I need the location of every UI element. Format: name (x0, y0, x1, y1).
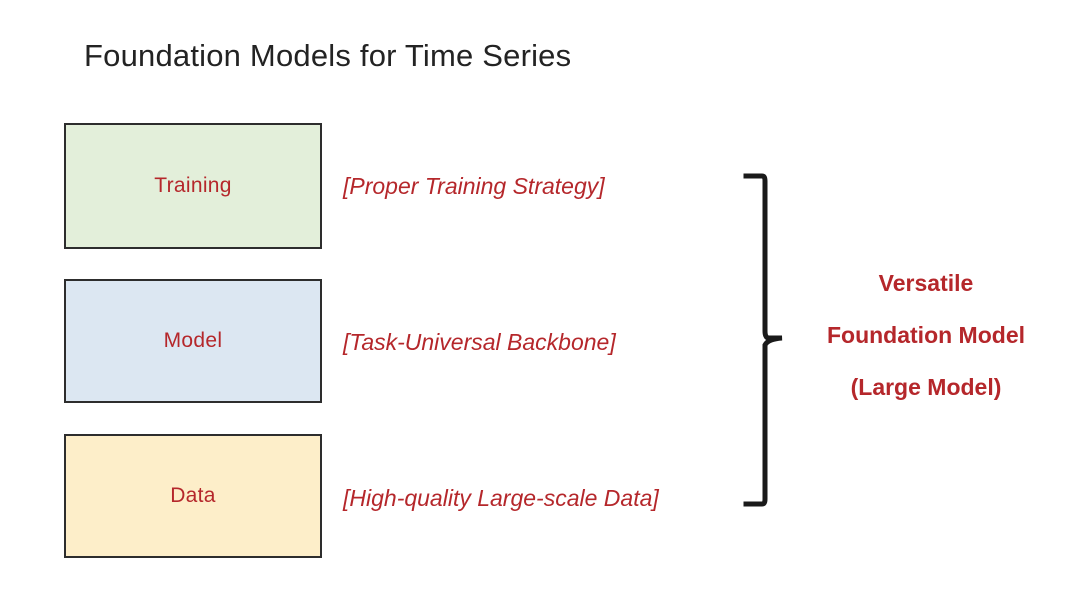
conclusion-line-2: Foundation Model (826, 322, 1025, 348)
right-facing-brace-icon (743, 173, 783, 507)
page-title: Foundation Models for Time Series (84, 38, 572, 73)
pillar-label-model: Model (163, 329, 223, 352)
conclusion-line-1: Versatile (878, 270, 974, 296)
pillar-annotation-training: [Proper Training Strategy] (343, 173, 605, 199)
pillar-box-model[interactable]: Model (64, 279, 322, 403)
conclusion-block: Versatile Foundation Model (Large Model) (790, 272, 1062, 399)
conclusion-line-3: (Large Model) (850, 374, 1002, 400)
pillar-box-data[interactable]: Data (64, 434, 322, 558)
pillar-annotation-data: [High-quality Large-scale Data] (343, 485, 659, 511)
pillar-label-training: Training (154, 174, 232, 197)
pillar-box-training[interactable]: Training (64, 123, 322, 249)
grouping-bracket-icon (742, 172, 788, 508)
pillar-label-data: Data (170, 484, 216, 507)
pillar-annotation-model: [Task-Universal Backbone] (343, 329, 616, 355)
